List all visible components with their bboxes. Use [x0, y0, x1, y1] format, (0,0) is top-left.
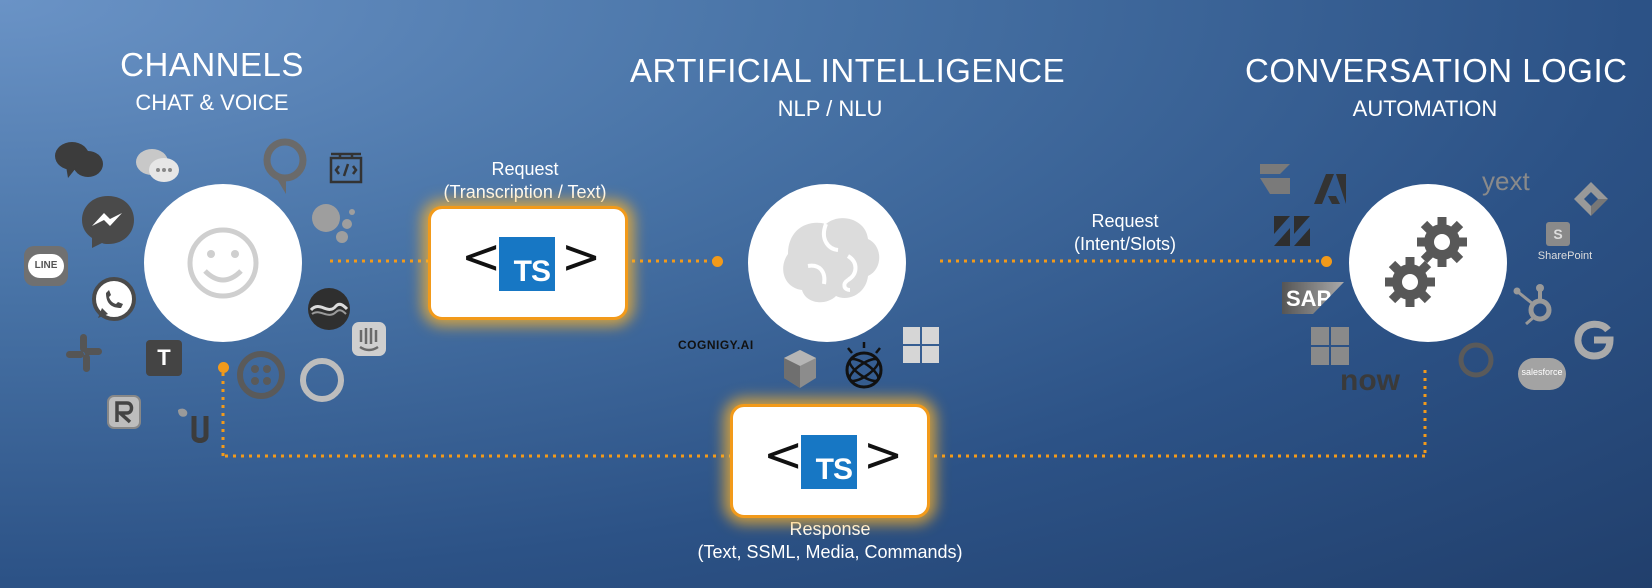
- ringcentral-icon: [107, 395, 141, 429]
- connector-dot-ai: [712, 256, 723, 267]
- brain-icon: [783, 218, 880, 303]
- connector-dot-logic: [1321, 256, 1332, 267]
- label-line: (Text, SSML, Media, Commands): [697, 542, 963, 562]
- line-app-icon: LINE: [24, 246, 68, 286]
- hubspot-icon: [1513, 284, 1552, 326]
- slack-icon: [66, 334, 102, 372]
- header-subtitle: NLP / NLU: [777, 96, 883, 121]
- windows-icon: [903, 327, 939, 363]
- label-line: Request: [491, 159, 559, 179]
- label-line: Request: [1091, 211, 1159, 231]
- greater-than-glyph: >: [561, 229, 602, 285]
- lex-cube-icon: [784, 350, 816, 388]
- label-line: (Transcription / Text): [443, 182, 607, 202]
- header-subtitle: CHAT & VOICE: [135, 90, 289, 115]
- typescript-logo: TS: [801, 435, 857, 489]
- chat-bubbles-icon: [55, 142, 103, 178]
- jira-icon: [1574, 182, 1608, 216]
- ring-circle-icon: [300, 358, 344, 402]
- header-channels: CHANNELS CHAT & VOICE: [112, 46, 312, 116]
- ts-box-request: < TS >: [428, 206, 628, 320]
- zendesk-sell-icon: [1260, 164, 1290, 194]
- adobe-icon: [1314, 174, 1346, 204]
- unblu-icon: [178, 408, 209, 443]
- logic-circle: [1349, 184, 1507, 342]
- greater-than-glyph: >: [863, 427, 904, 483]
- label-line: Response: [789, 519, 871, 539]
- intercom-icon: [352, 322, 386, 356]
- ai-circle: [748, 184, 906, 342]
- salesforce-icon: salesforce: [1518, 358, 1566, 390]
- header-title: CONVERSATION LOGIC: [1245, 52, 1628, 89]
- typescript-logo: TS: [499, 237, 555, 291]
- sms-bubbles-icon: [136, 149, 179, 182]
- less-than-glyph: <: [763, 427, 804, 483]
- label-line: (Intent/Slots): [1073, 234, 1177, 254]
- sharepoint-label: SharePoint: [1537, 250, 1593, 262]
- google-assistant-icon: [312, 204, 355, 243]
- alexa-icon: [263, 138, 307, 194]
- header-subtitle: AUTOMATION: [1352, 96, 1498, 121]
- teams-icon: T: [146, 340, 182, 376]
- channels-circle: [144, 184, 302, 342]
- header-title: ARTIFICIAL INTELLIGENCE: [630, 52, 1066, 89]
- zendesk-icon: [1274, 216, 1310, 246]
- messenger-icon: [82, 196, 134, 248]
- twilio-icon: [237, 351, 285, 399]
- siri-icon: [308, 288, 350, 330]
- header-logic: CONVERSATION LOGIC AUTOMATION: [1245, 52, 1628, 122]
- less-than-glyph: <: [461, 229, 502, 285]
- cognigy-logo: COGNIGY.AI: [678, 338, 754, 352]
- google-icon: [1574, 320, 1614, 360]
- label-response: Response (Text, SSML, Media, Commands): [680, 518, 980, 564]
- label-request-intent: Request (Intent/Slots): [1045, 210, 1205, 256]
- sharepoint-icon: S SharePoint: [1530, 222, 1600, 268]
- line-label: LINE: [28, 254, 64, 278]
- ibm-watson-icon: [845, 342, 883, 389]
- gears-icon: [1385, 217, 1467, 307]
- windows-icon: [1311, 327, 1349, 365]
- header-ai: ARTIFICIAL INTELLIGENCE NLP / NLU: [630, 52, 1066, 122]
- ring-circle-icon: [1458, 342, 1494, 378]
- connector-dot-channels: [218, 362, 229, 373]
- salesforce-label: salesforce: [1521, 367, 1563, 377]
- smiley-face-icon: [187, 227, 259, 299]
- webchat-icon: [329, 152, 363, 184]
- header-title: CHANNELS: [120, 46, 304, 83]
- label-request-text: Request (Transcription / Text): [425, 158, 625, 204]
- whatsapp-icon: [92, 277, 136, 321]
- servicenow-logo: now: [1340, 364, 1400, 397]
- yext-logo: yext: [1482, 166, 1530, 196]
- ts-box-response: < TS >: [730, 404, 930, 518]
